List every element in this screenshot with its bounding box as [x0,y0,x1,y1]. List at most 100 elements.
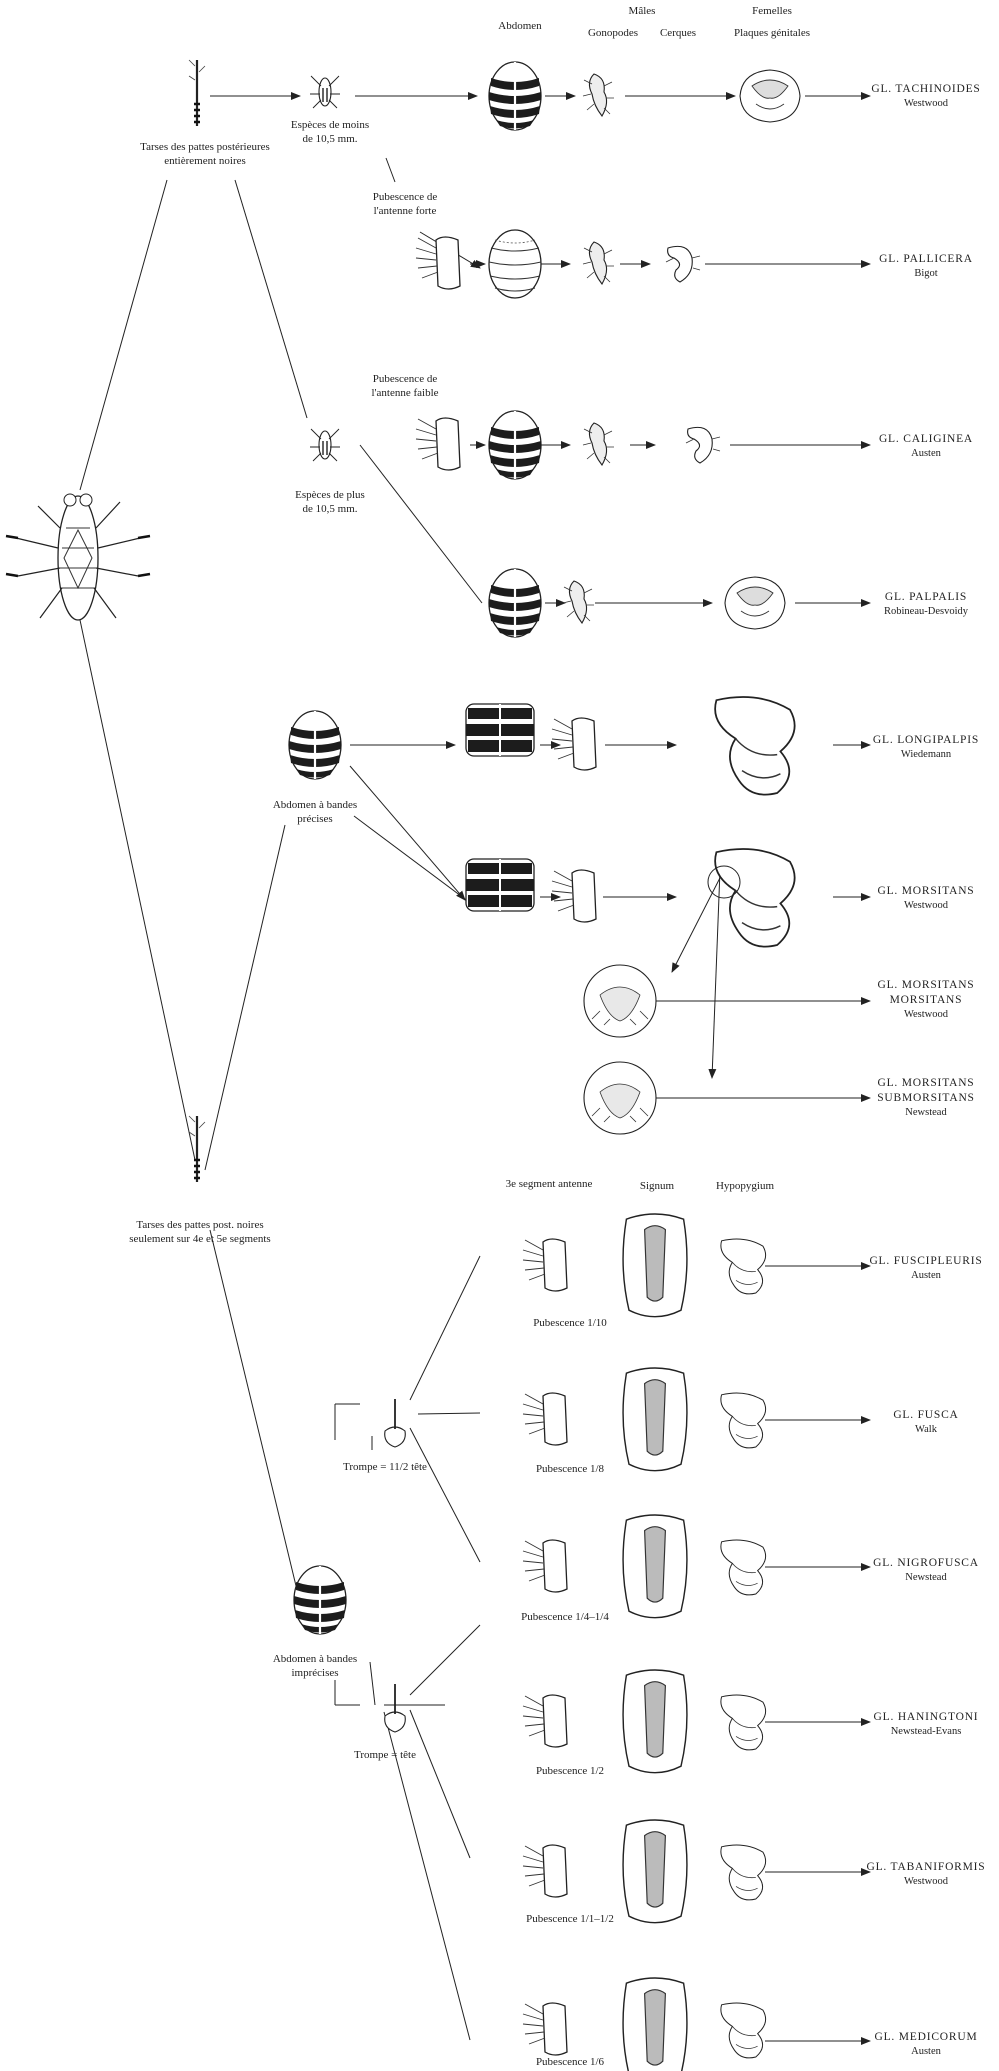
header-signum: Signum [632,1179,682,1193]
species-fusca: GL. FUSCA Walk [851,1408,999,1437]
label-line: Espèces de plus [285,488,375,502]
cerque-caliginea [686,427,720,463]
label-line: de 10,5 mm. [285,502,375,516]
label-pub-14: Pubescence 1/4–1/4 [505,1610,625,1624]
species-author: Austen [851,2045,999,2059]
label-tarses-noires: Tarses des pattes postérieures entièreme… [115,140,295,168]
plate-palpalis [725,577,785,629]
cerque-pallicera [666,246,700,282]
label-pub-11: Pubescence 1/1–1/2 [510,1912,630,1926]
species-haningtoni: GL. HANINGTONI Newstead-Evans [851,1710,999,1739]
label-tarses-partiel: Tarses des pattes post. noires seulement… [100,1218,300,1246]
species-name: GL. CALIGINEA [851,432,999,447]
species-author: Walk [851,1423,999,1437]
gonopode-tachinoides [583,74,614,116]
species-longipalpis: GL. LONGIPALPIS Wiedemann [851,733,999,762]
signum-haningtoni [623,1670,687,1773]
species-morsitans-morsitans: GL. MORSITANS MORSITANS Westwood [851,978,999,1022]
signum-fuscipleuris [623,1214,687,1317]
antenna-haningtoni [523,1695,567,1747]
fly-small-figure [310,76,340,108]
signum-tabaniformis [623,1820,687,1923]
hypopygium-longipalpis [715,697,795,795]
antenna-nigrofusca [523,1540,567,1592]
tarsus-partial-figure [189,1116,205,1182]
label-line: entièrement noires [115,154,295,168]
circle-morsitans-submorsitans [584,1062,656,1134]
hypopygium-fuscipleuris [721,1239,766,1294]
species-author: Austen [851,447,999,461]
label-especes-plus: Espèces de plus de 10,5 mm. [285,488,375,516]
label-pub-18: Pubescence 1/8 [515,1462,625,1476]
antenna-fuscipleuris [523,1239,567,1291]
species-medicorum: GL. MEDICORUM Austen [851,2030,999,2059]
head-trompe-short [385,1684,406,1732]
species-name: GL. TABANIFORMIS [851,1860,999,1875]
abdomen-pallicera [489,230,541,298]
plate-tachinoides [740,70,800,122]
species-author: Westwood [851,1875,999,1889]
species-author: Austen [851,1269,999,1283]
header-femelles: Femelles [742,4,802,18]
species-author: Westwood [851,97,999,111]
header-hypopygium: Hypopygium [710,1179,780,1193]
antenna-medicorum [523,2003,567,2055]
species-name: GL. PALLICERA [851,252,999,267]
abdomen-caliginea [489,411,541,479]
label-bandes-imprecises: Abdomen à bandes imprécises [255,1652,375,1680]
species-name: GL. MEDICORUM [851,2030,999,2045]
hypopygium-fusca [721,1393,766,1448]
antenna-caliginea [416,418,460,470]
species-morsitans-submorsitans: GL. MORSITANS SUBMORSITANS Newstead [851,1076,999,1120]
antenna-longipalpis [552,718,596,770]
species-morsitans: GL. MORSITANS Westwood [851,884,999,913]
gonopode-pallicera [583,242,614,284]
signum-medicorum [623,1978,687,2071]
fly-large-figure [310,429,340,461]
label-line: l'antenne forte [355,204,455,218]
label-especes-moins: Espèces de moins de 10,5 mm. [285,118,375,146]
species-name: GL. MORSITANS SUBMORSITANS [866,1076,986,1106]
label-line: Pubescence de [355,372,455,386]
species-palpalis: GL. PALPALIS Robineau-Desvoidy [851,590,999,619]
species-author: Bigot [851,267,999,281]
signum-fusca [623,1368,687,1471]
header-abdomen: Abdomen [485,19,555,33]
abdomen-bandes-imprecises [294,1566,346,1634]
label-line: Tarses des pattes post. noires [100,1218,300,1232]
species-pallicera: GL. PALLICERA Bigot [851,252,999,281]
label-line: l'antenne faible [355,386,455,400]
antenna-tabaniformis [523,1845,567,1897]
species-tabaniformis: GL. TABANIFORMIS Westwood [851,1860,999,1889]
antenna-fusca [523,1393,567,1445]
circle-morsitans-morsitans [584,965,656,1037]
label-line: Tarses des pattes postérieures [115,140,295,154]
species-author: Robineau-Desvoidy [851,605,999,619]
species-caliginea: GL. CALIGINEA Austen [851,432,999,461]
header-antenne3: 3e segment antenne [494,1177,604,1191]
species-nigrofusca: GL. NIGROFUSCA Newstead [851,1556,999,1585]
hypopygium-haningtoni [721,1695,766,1750]
hypopygium-tabaniformis [721,1845,766,1900]
label-pub-12: Pubescence 1/2 [515,1764,625,1778]
tarsus-black-figure [189,60,205,126]
antenna-morsitans [552,870,596,922]
abdomen-longipalpis [466,704,534,756]
label-line: imprécises [255,1666,375,1680]
species-name: GL. FUSCA [851,1408,999,1423]
label-bandes-precises: Abdomen à bandes précises [255,798,375,826]
antenna-pallicera [416,237,460,289]
label-pub-forte: Pubescence de l'antenne forte [355,190,455,218]
abdomen-bandes-precises [289,711,341,779]
species-name: GL. MORSITANS MORSITANS [871,978,981,1008]
species-name: GL. LONGIPALPIS [851,733,999,748]
head-trompe-long [385,1399,406,1447]
label-line: Espèces de moins [285,118,375,132]
tsetse-fly-figure [6,494,150,620]
gonopode-palpalis [563,581,594,623]
species-name: GL. FUSCIPLEURIS [851,1254,999,1269]
species-tachinoides: GL. TACHINOIDES Westwood [851,82,999,111]
header-males: Mâles [612,4,672,18]
species-author: Westwood [851,1008,999,1022]
